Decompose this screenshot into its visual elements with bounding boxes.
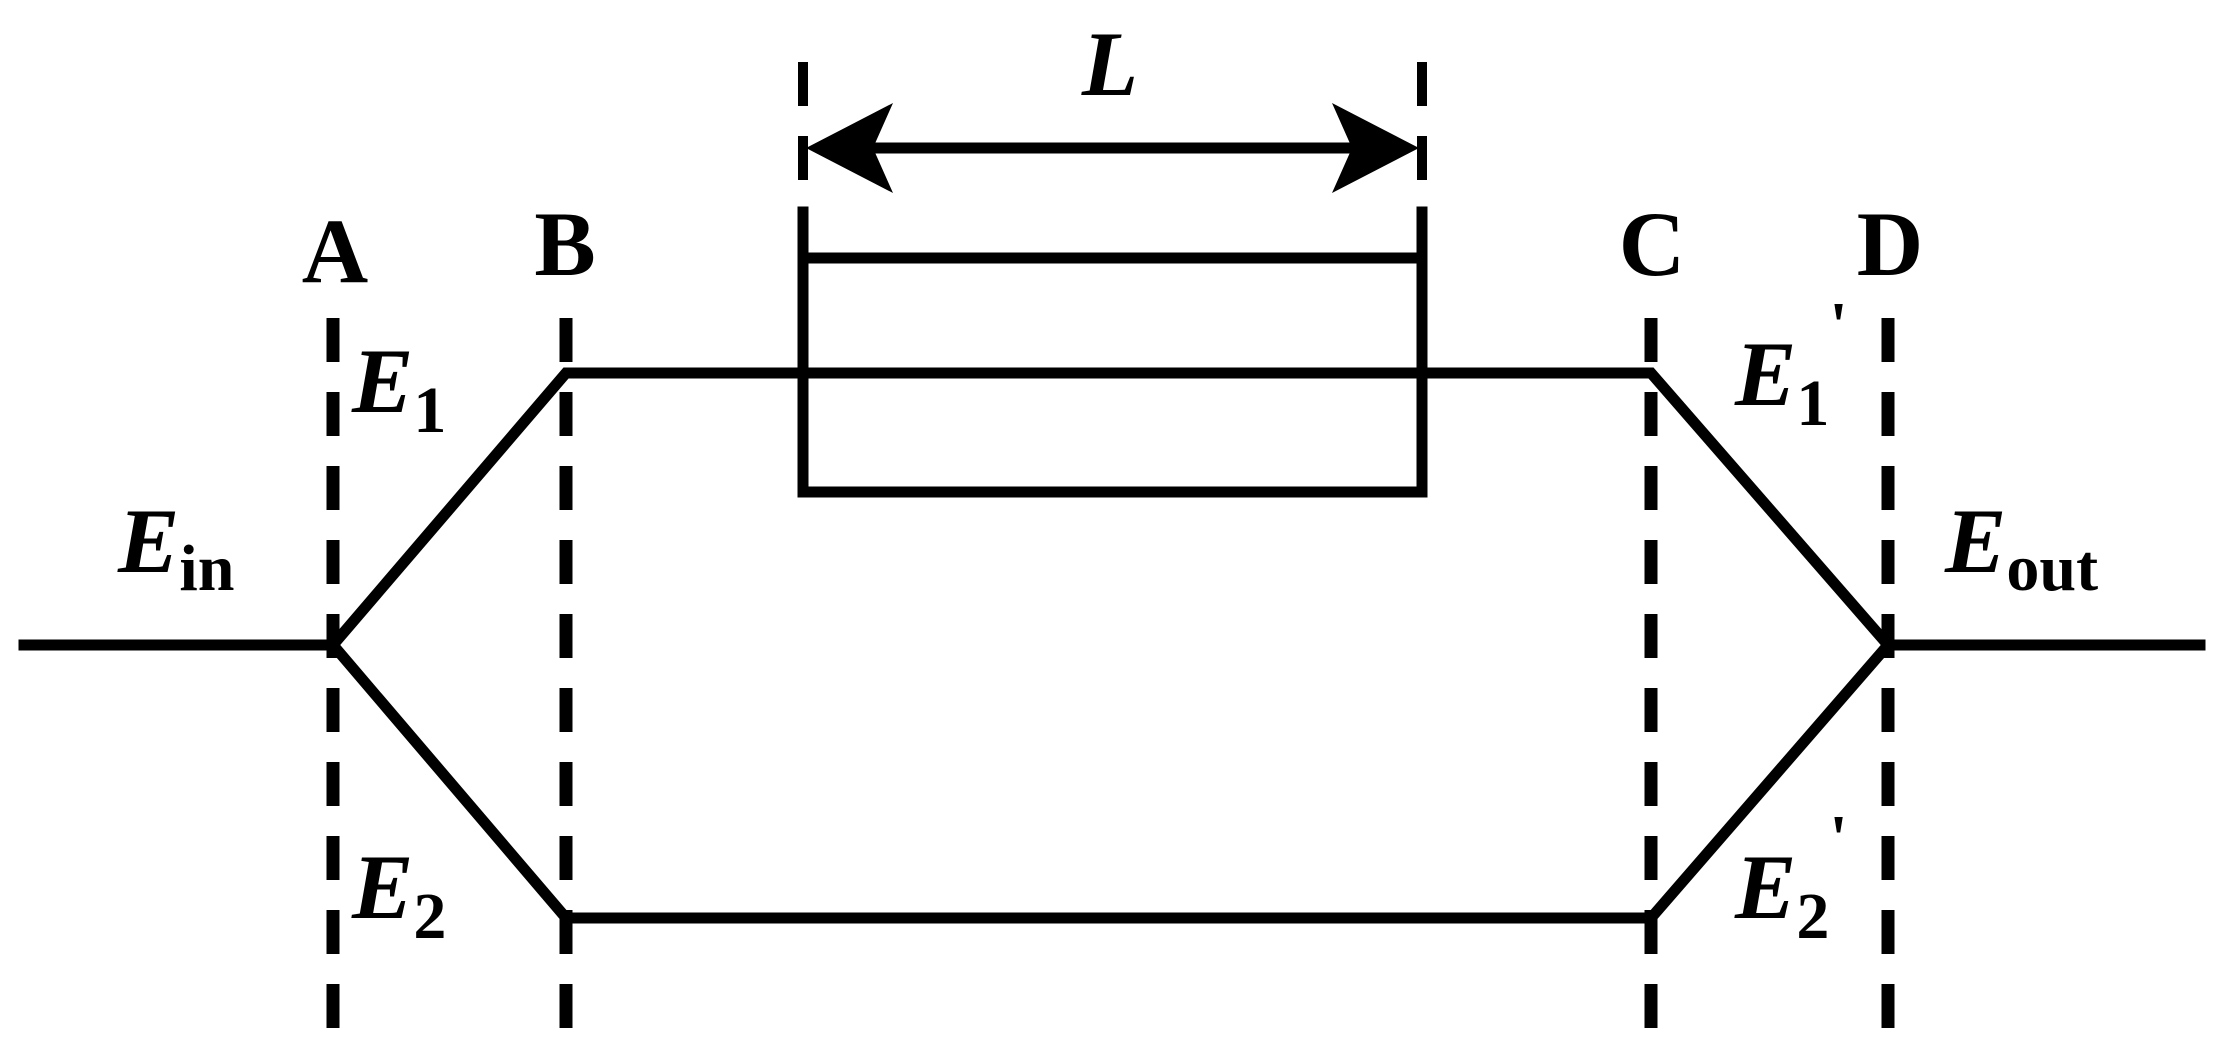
input-field-symbol: E <box>117 490 179 592</box>
e1-field-label: E1 <box>351 330 446 447</box>
length-extent-lines <box>798 62 1427 212</box>
e2-field-symbol: E <box>351 836 413 938</box>
e1-prime-field-label: E1' <box>1734 289 1848 440</box>
input-field-label: Ein <box>117 490 234 605</box>
plane-b-label: B <box>534 193 595 295</box>
output-field-subscript: out <box>2006 532 2098 605</box>
length-arrow-right-head <box>1332 103 1419 193</box>
plane-a-label: A <box>302 200 368 302</box>
reference-planes <box>326 318 1895 1052</box>
lower-arm <box>325 637 1896 924</box>
e1-prime-field-prime: ' <box>1829 289 1847 362</box>
e2-prime-field-prime: ' <box>1829 802 1847 875</box>
e2-field-label: E2 <box>351 836 446 953</box>
length-arrow <box>806 103 1419 193</box>
e1-prime-field-symbol: E <box>1734 323 1796 425</box>
e2-prime-field-subscript: 2 <box>1796 880 1829 953</box>
input-field-subscript: in <box>179 532 234 605</box>
plane-d-label: D <box>1857 193 1923 295</box>
waveguides <box>18 367 2206 924</box>
upper-arm <box>325 367 1896 653</box>
output-field-label: Eout <box>1944 490 2098 605</box>
plane-c-label: C <box>1619 193 1685 295</box>
e2-prime-field-symbol: E <box>1734 836 1796 938</box>
output-field-symbol: E <box>1944 490 2006 592</box>
length-label: L <box>1081 13 1138 115</box>
phase-electrode <box>797 206 1428 498</box>
e2-prime-field-label: E2' <box>1734 802 1848 953</box>
e1-prime-field-subscript: 1 <box>1796 367 1829 440</box>
length-arrow-left-head <box>806 103 893 193</box>
e1-field-symbol: E <box>351 330 413 432</box>
e1-field-subscript: 1 <box>413 374 446 447</box>
e2-field-subscript: 2 <box>413 880 446 953</box>
